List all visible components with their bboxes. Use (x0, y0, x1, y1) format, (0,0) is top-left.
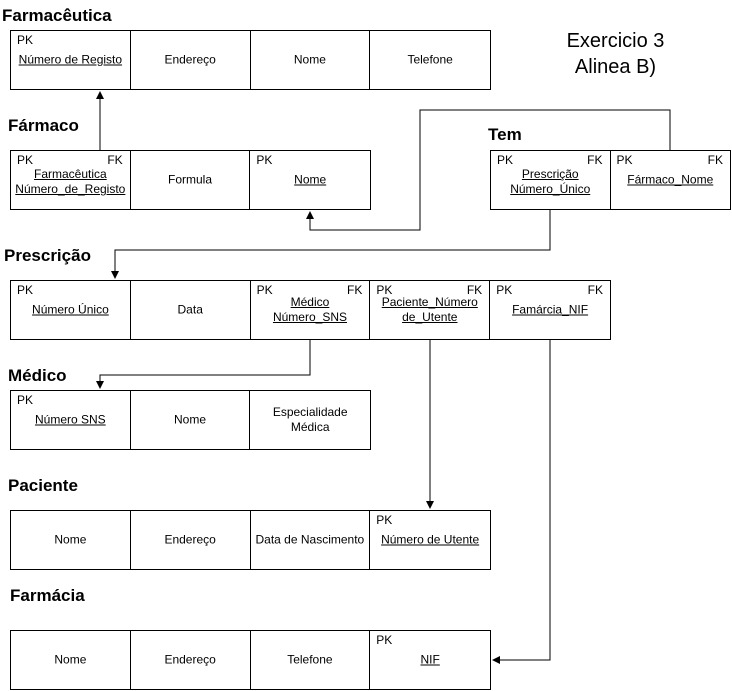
attr-cell[interactable]: PK Número Único (11, 281, 131, 339)
table-title-tem: Tem (488, 125, 522, 144)
attr-label: Formula (168, 172, 213, 187)
attr-label: Fármaco_Nome (627, 172, 714, 187)
pk-marker: PK (17, 393, 34, 407)
pk-marker: PK (17, 283, 34, 297)
attr-label: Data de Nascimento (255, 532, 365, 547)
attr-cell[interactable]: Telefone (370, 31, 490, 89)
attr-cell[interactable]: Data de Nascimento (251, 511, 371, 569)
fk-marker: FK (587, 283, 603, 297)
fk-marker: FK (347, 283, 363, 297)
heading-line-1: Exercicio 3 (566, 30, 665, 52)
pk-marker: PK (256, 283, 273, 297)
attr-cell[interactable]: PK NIF (370, 631, 490, 689)
pk-marker: PK (616, 153, 633, 167)
attr-cell[interactable]: PK Número de Registo (11, 31, 131, 89)
attr-cell[interactable]: Endereço (131, 631, 251, 689)
attr-cell[interactable]: Endereço (131, 511, 251, 569)
table-title-prescricao: Prescrição (4, 246, 91, 265)
attr-label: Nome (174, 412, 207, 427)
attr-label: Data (177, 302, 203, 317)
attr-cell[interactable]: PK FK Fármaco_Nome (611, 151, 731, 209)
fk-marker: FK (466, 283, 483, 297)
pk-marker: PK (376, 633, 393, 647)
attr-label: Nome (293, 52, 326, 67)
diagram-heading: Exercicio 3 Alinea B) (548, 28, 683, 80)
table-title-farmacia: Farmácia (10, 586, 85, 605)
attr-label: Nome (294, 172, 327, 187)
table-farmacia[interactable]: Nome Endereço Telefone PK NIF (10, 630, 491, 690)
attr-cell[interactable]: Formula (131, 151, 251, 209)
pk-marker: PK (497, 153, 514, 167)
arrow-prescricao-to-medico (96, 340, 311, 389)
attr-label: NIF (420, 652, 440, 667)
heading-line-2: Alinea B) (574, 56, 657, 78)
attr-cell[interactable]: Endereço (131, 31, 251, 89)
attr-label: Nome (54, 532, 87, 547)
attr-cell[interactable]: PK Número de Utente (370, 511, 490, 569)
attr-label: Nome (54, 652, 87, 667)
table-title-farmaceutica: Farmacêutica (2, 6, 112, 25)
table-farmaceutica[interactable]: PK Número de Registo Endereço Nome Telefo… (10, 30, 491, 90)
attr-cell[interactable]: PK FK Famárcia_NIF (490, 281, 610, 339)
attr-cell[interactable]: Nome (251, 31, 371, 89)
attr-cell[interactable]: Especialidade Médica (250, 391, 370, 449)
attr-cell[interactable]: Telefone (251, 631, 371, 689)
attr-label: Farmacêutica Número_de_Registo (15, 167, 126, 196)
attr-label: Telefone (287, 652, 333, 667)
attr-cell[interactable]: Nome (11, 631, 131, 689)
attr-label: Paciente_Número de_Utente (381, 295, 478, 324)
pk-marker: PK (17, 33, 34, 47)
attr-label: Médico Número_SNS (272, 295, 347, 324)
attr-label: Número de Utente (381, 532, 480, 547)
attr-label: Número Único (32, 302, 109, 317)
table-title-farmaco: Fármaco (8, 116, 79, 135)
attr-label: Endereço (164, 52, 216, 67)
fk-marker: FK (707, 153, 723, 167)
attr-label: Especialidade Médica (272, 405, 348, 434)
attr-label: Prescrição Número_Único (510, 167, 591, 196)
attr-label: Número de Registo (18, 52, 123, 67)
arrow-tem-to-prescricao (111, 210, 551, 279)
attr-label: Famárcia_NIF (512, 302, 589, 317)
attr-cell[interactable]: Data (131, 281, 251, 339)
pk-marker: PK (376, 513, 393, 527)
fk-marker: FK (587, 153, 603, 167)
attr-label: Número SNS (34, 412, 106, 427)
pk-marker: PK (376, 283, 393, 297)
pk-marker: PK (256, 153, 273, 167)
attr-label: Endereço (164, 652, 216, 667)
pk-marker: PK (17, 153, 34, 167)
attr-label: Endereço (164, 532, 216, 547)
table-title-paciente: Paciente (8, 476, 78, 495)
fk-marker: FK (107, 153, 123, 167)
arrow-prescricao-to-farmacia (492, 340, 551, 664)
attr-cell[interactable]: Nome (11, 511, 131, 569)
attr-cell[interactable]: PK Nome (250, 151, 370, 209)
table-title-medico: Médico (8, 366, 67, 385)
attr-label: Telefone (407, 52, 453, 67)
pk-marker: PK (496, 283, 513, 297)
table-paciente[interactable]: Nome Endereço Data de Nascimento PK Númer… (10, 510, 491, 570)
attr-cell[interactable]: Nome (131, 391, 251, 449)
